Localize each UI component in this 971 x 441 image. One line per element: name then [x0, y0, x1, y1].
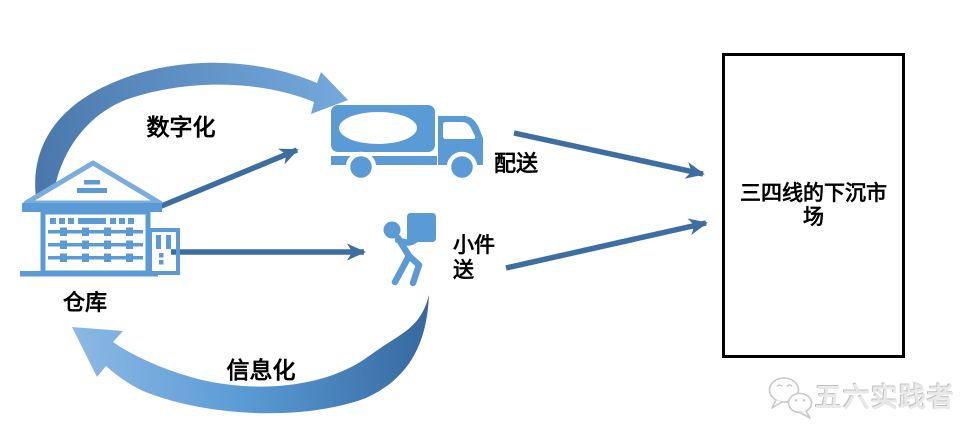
arrow-courier-market — [505, 218, 708, 271]
arrow-warehouse-truck — [157, 147, 299, 210]
market-box-text: 三四线的下沉市场 — [740, 181, 887, 229]
label-truck: 配送 — [493, 151, 538, 176]
wechat-icon — [768, 377, 813, 419]
arrow-truck-market — [513, 130, 705, 179]
watermark-text: 五六实践者 — [815, 383, 955, 413]
warehouse-icon — [20, 160, 180, 277]
label-informatization: 信息化 — [226, 357, 296, 383]
label-warehouse: 仓库 — [62, 290, 107, 315]
arrow-digitalization — [35, 62, 348, 198]
delivery-truck-icon — [331, 105, 483, 183]
label-digitalization: 数字化 — [146, 114, 216, 140]
courier-carrying-box-icon — [383, 213, 436, 287]
arrow-informatization — [72, 295, 429, 414]
market-box: 三四线的下沉市场 — [722, 53, 905, 358]
watermark: 五六实践者 — [764, 374, 955, 417]
label-courier: 小件送 — [453, 234, 495, 282]
